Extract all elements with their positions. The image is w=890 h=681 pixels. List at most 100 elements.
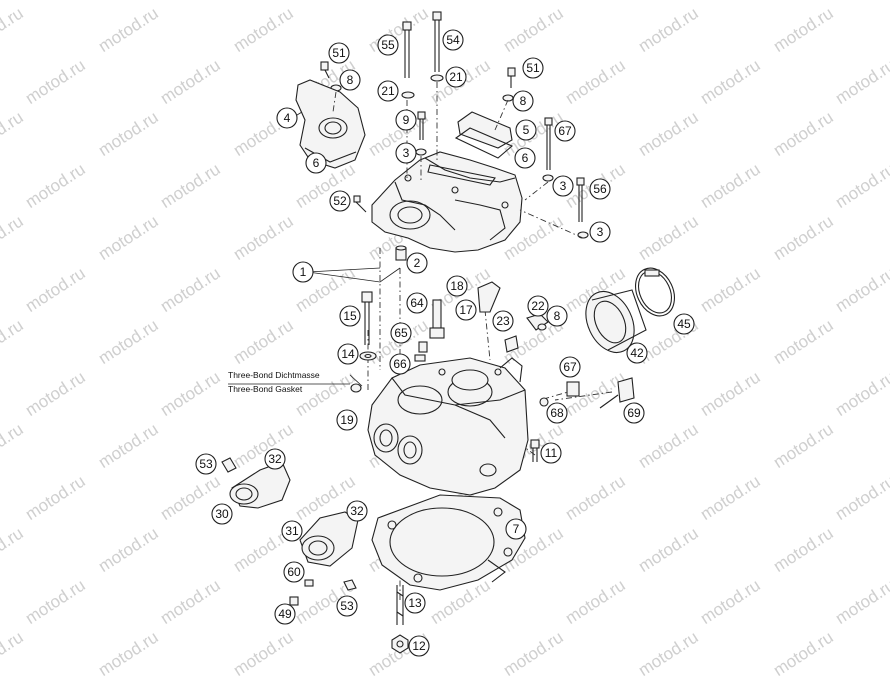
callout-circle: [211, 503, 233, 525]
callout-68: 68: [546, 402, 568, 424]
callout-19: 19: [336, 409, 358, 431]
callout-11: 11: [540, 442, 562, 464]
head-bolts: [359, 291, 377, 361]
callout-51: 51: [522, 57, 544, 79]
callout-circle: [337, 343, 359, 365]
callout-31: 31: [281, 520, 303, 542]
callout-circle: [442, 29, 464, 51]
callout-number: 64: [410, 296, 424, 310]
callout-number: 60: [287, 565, 301, 579]
callout-circle: [395, 109, 417, 131]
callout-circle: [540, 442, 562, 464]
callout-3: 3: [395, 142, 417, 164]
callout-number: 17: [459, 303, 473, 317]
callout-circle: [522, 57, 544, 79]
exhaust-flange-lower: [289, 511, 359, 606]
callout-number: 52: [333, 194, 347, 208]
callout-number: 53: [199, 457, 213, 471]
breather-cover: [454, 111, 514, 159]
callout-8: 8: [546, 305, 568, 327]
note-line1: Three-Bond Dichtmasse: [228, 370, 320, 380]
bolt-11: [530, 439, 540, 462]
callout-circle: [455, 299, 477, 321]
callout-number: 30: [215, 507, 229, 521]
callout-65: 65: [390, 322, 412, 344]
callout-32: 32: [346, 500, 368, 522]
callout-52: 52: [329, 190, 351, 212]
callout-number: 68: [550, 406, 564, 420]
callout-53: 53: [336, 595, 358, 617]
callout-67: 67: [559, 356, 581, 378]
callout-number: 8: [520, 94, 527, 108]
callout-circle: [445, 66, 467, 88]
callout-number: 51: [332, 46, 346, 60]
callout-number: 6: [522, 151, 529, 165]
callout-number: 53: [340, 599, 354, 613]
callout-49: 49: [274, 603, 296, 625]
exhaust-flange-upper: [221, 457, 291, 509]
callout-circle: [377, 80, 399, 102]
callout-22: 22: [527, 295, 549, 317]
callout-circle: [274, 603, 296, 625]
callout-circle: [406, 292, 428, 314]
callout-circle: [408, 635, 430, 657]
callout-circle: [552, 175, 574, 197]
head-gasket: [371, 494, 526, 591]
note-line2: Three-Bond Gasket: [228, 384, 303, 394]
callout-4: 4: [276, 107, 298, 129]
callout-53: 53: [195, 453, 217, 475]
callout-circle: [527, 295, 549, 317]
callout-circle: [589, 221, 611, 243]
callout-circle: [515, 119, 537, 141]
callout-number: 8: [554, 309, 561, 323]
thermostat-housing: [295, 79, 366, 169]
callout-circle: [505, 518, 527, 540]
callout-15: 15: [339, 305, 361, 327]
callout-circle: [546, 402, 568, 424]
callout-circle: [305, 152, 327, 174]
callout-7: 7: [505, 518, 527, 540]
callout-3: 3: [589, 221, 611, 243]
callout-14: 14: [337, 343, 359, 365]
callout-number: 23: [496, 314, 510, 328]
callout-number: 3: [597, 225, 604, 239]
spark-plug-parts: [414, 281, 501, 362]
callout-circle: [329, 190, 351, 212]
callout-circle: [276, 107, 298, 129]
callout-5: 5: [515, 119, 537, 141]
callout-circle: [546, 305, 568, 327]
callout-number: 45: [677, 317, 691, 331]
callout-number: 5: [523, 123, 530, 137]
callout-number: 4: [284, 111, 291, 125]
callout-circle: [377, 34, 399, 56]
callout-circle: [512, 90, 534, 112]
callout-6: 6: [305, 152, 327, 174]
callout-13: 13: [404, 592, 426, 614]
callout-circle: [554, 120, 576, 142]
callout-number: 32: [350, 504, 364, 518]
callout-42: 42: [626, 342, 648, 364]
callout-number: 49: [278, 607, 292, 621]
intake-manifold: [585, 267, 675, 354]
callout-circle: [626, 342, 648, 364]
callout-circle: [623, 402, 645, 424]
callout-55: 55: [377, 34, 399, 56]
callout-circle: [283, 561, 305, 583]
valve-cover: [371, 151, 523, 253]
callout-30: 30: [211, 503, 233, 525]
leader-lines: [228, 111, 401, 387]
callout-number: 13: [408, 596, 422, 610]
callout-number: 11: [545, 446, 558, 460]
callout-number: 2: [414, 256, 421, 270]
callout-circle: [559, 356, 581, 378]
dowel-pin: [395, 245, 407, 261]
callout-circle: [346, 500, 368, 522]
callout-number: 9: [403, 113, 410, 127]
callout-circle: [404, 592, 426, 614]
callout-circle: [292, 261, 314, 283]
callout-3: 3: [552, 175, 574, 197]
callout-number: 32: [268, 452, 282, 466]
callout-number: 1: [300, 265, 307, 279]
callout-number: 7: [513, 522, 520, 536]
